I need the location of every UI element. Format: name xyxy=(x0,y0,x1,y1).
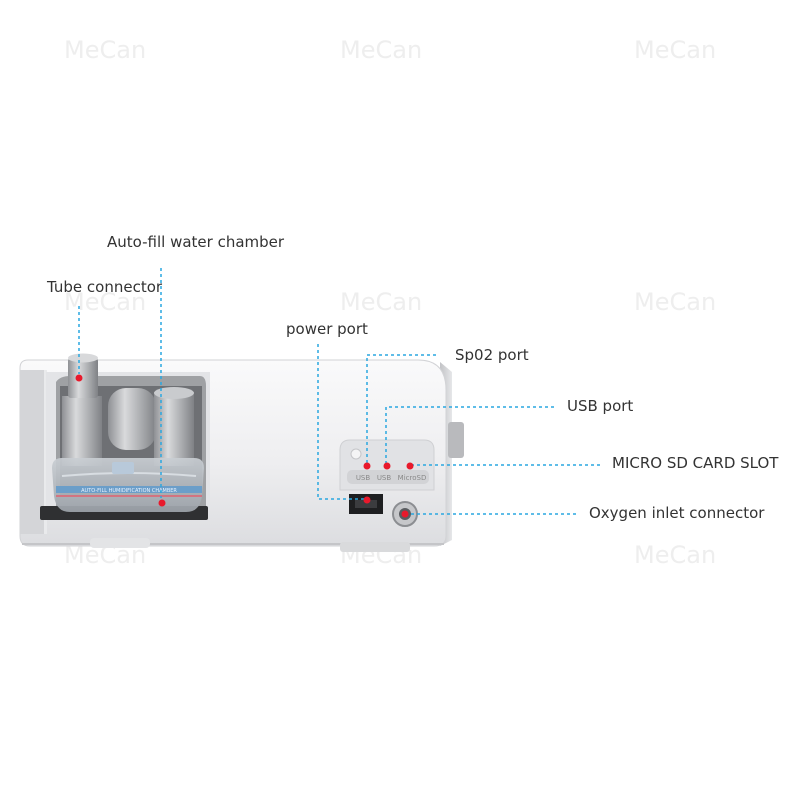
callout-oxygen-inlet-connector: Oxygen inlet connector xyxy=(589,504,765,522)
marker-dot-auto-fill xyxy=(158,499,166,507)
device-left-end xyxy=(20,370,44,534)
leader-line-usb-port xyxy=(385,406,554,465)
watermark: MeCan xyxy=(634,541,716,569)
chamber-column xyxy=(62,396,102,466)
usb-label: USB xyxy=(356,474,371,482)
leader-line-spo2-port xyxy=(366,354,436,465)
marker-dots xyxy=(75,374,414,518)
leader-lines xyxy=(78,268,600,515)
callout-power-port: power port xyxy=(286,320,368,338)
marker-dot-oxygen-inlet xyxy=(401,510,409,518)
watermark: MeCan xyxy=(64,288,146,316)
usb-label: USB xyxy=(377,474,392,482)
callout-auto-fill-water-chamber: Auto-fill water chamber xyxy=(107,233,285,251)
callout-spo2-port: Sp02 port xyxy=(455,346,529,364)
marker-dot-usb-port xyxy=(383,462,391,470)
microsd-label: MicroSD xyxy=(398,474,427,482)
watermark: MeCan xyxy=(340,36,422,64)
water-chamber: AUTO-FILL HUMIDIFICATION CHAMBER xyxy=(52,353,204,512)
callout-usb-port: USB port xyxy=(567,397,634,415)
chamber-bowl xyxy=(52,458,204,512)
marker-dot-tube-connector xyxy=(75,374,83,382)
leader-line-power-port xyxy=(317,344,367,500)
side-tab xyxy=(448,422,464,458)
watermark: MeCan xyxy=(340,288,422,316)
watermark: MeCan xyxy=(64,36,146,64)
watermarks: MeCan MeCan MeCan MeCan MeCan MeCan MeCa… xyxy=(64,36,716,569)
callout-tube-connector: Tube connector xyxy=(47,278,163,296)
chamber-strip-text: AUTO-FILL HUMIDIFICATION CHAMBER xyxy=(81,488,177,494)
tube-connector-nozzle xyxy=(68,358,98,398)
marker-dot-power-port xyxy=(363,496,371,504)
watermark: MeCan xyxy=(634,36,716,64)
marker-dot-spo2-port xyxy=(363,462,371,470)
watermark: MeCan xyxy=(634,288,716,316)
front-foot xyxy=(90,538,150,548)
chamber-label-strip xyxy=(56,486,202,493)
callout-micro-sd-card-slot: MICRO SD CARD SLOT xyxy=(612,454,779,472)
marker-dot-micro-sd xyxy=(406,462,414,470)
rear-foot xyxy=(340,542,410,552)
